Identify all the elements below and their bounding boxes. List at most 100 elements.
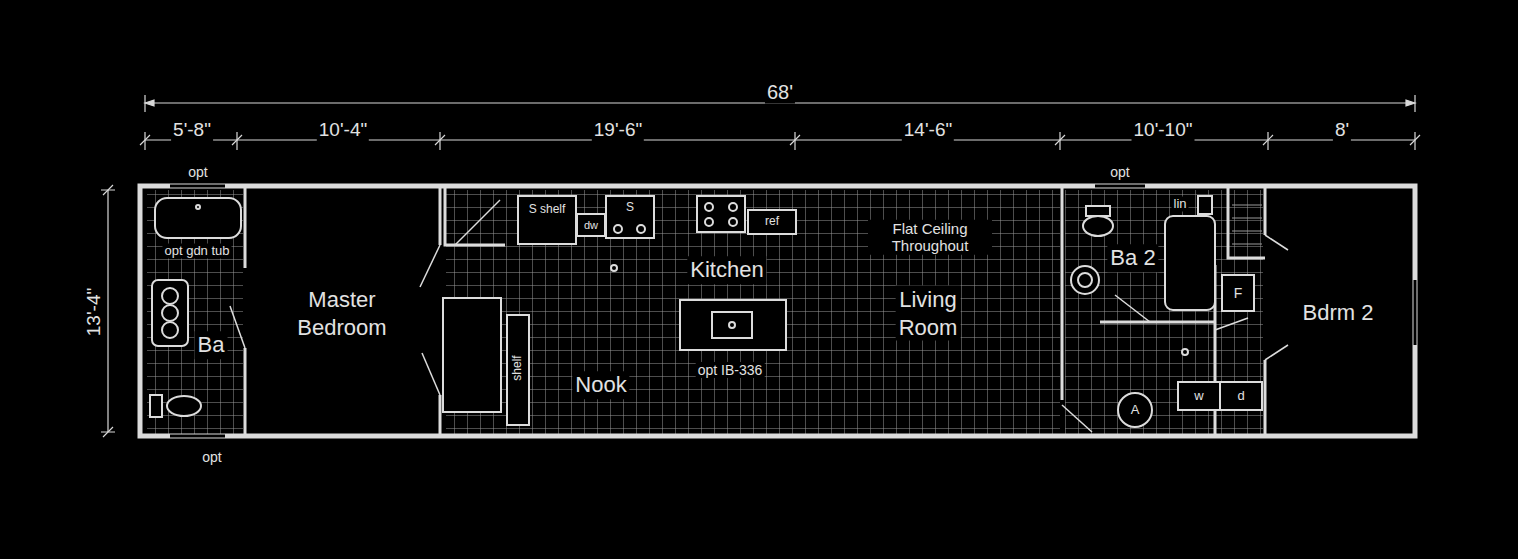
- fixture: [1083, 216, 1113, 236]
- fixture: [1078, 273, 1092, 287]
- door-swing: [230, 306, 245, 348]
- fixture: [518, 196, 576, 244]
- door-swing: [422, 353, 440, 395]
- closet-shelf: [1232, 205, 1262, 244]
- room-name: Living Room: [896, 286, 961, 341]
- window-mark: [170, 186, 1415, 436]
- door-swing: [1265, 345, 1288, 360]
- fixture: [155, 198, 241, 238]
- interior-wall: [439, 188, 442, 436]
- fixture: [637, 225, 645, 233]
- ceiling-note: Flat Ceiling Throughout: [868, 220, 992, 255]
- fixture: [1182, 349, 1188, 355]
- fixture: [1198, 196, 1212, 214]
- dimension: 5'-8": [171, 119, 213, 141]
- dimension-line: [101, 95, 1420, 437]
- fixture-label: opt gdn tub: [162, 244, 231, 259]
- interior-wall: [1264, 188, 1267, 436]
- fixture-label: S: [624, 201, 636, 215]
- fixture: [162, 288, 178, 304]
- tile-floor: [147, 190, 1263, 434]
- fixture: [729, 218, 737, 226]
- dimension: 14'-6": [902, 119, 954, 141]
- fixture: [697, 196, 745, 232]
- tile-floor: [446, 190, 1060, 434]
- room-name: Ba 2: [1107, 244, 1158, 272]
- fixture: [680, 300, 786, 350]
- fixture: [729, 203, 737, 211]
- fixture: [611, 265, 617, 271]
- overall-dimension: 68': [765, 81, 795, 104]
- option-note: opt: [186, 164, 209, 180]
- room-area: Kitchen: [687, 256, 766, 284]
- room-name: Ba: [195, 331, 228, 359]
- fixture-label: lin: [1171, 197, 1188, 212]
- room-area: Ba 2: [1107, 244, 1158, 272]
- fixture: [1165, 216, 1215, 310]
- fixture-label: dw: [582, 219, 600, 232]
- closet-shelf: [1232, 205, 1262, 244]
- fixture: [1178, 382, 1220, 410]
- door-swing: [455, 200, 500, 245]
- dimension: 10'-10": [1132, 119, 1195, 141]
- room-name: Bdrm 2: [1300, 299, 1377, 327]
- fixture: [705, 203, 713, 211]
- door-swing: [1265, 235, 1288, 250]
- door-swing: [420, 245, 440, 287]
- fixture: [1222, 275, 1254, 311]
- dimension: 8': [1333, 119, 1351, 141]
- room-area: Bdrm 2: [1300, 299, 1377, 327]
- fixture: [1220, 382, 1262, 410]
- fixture: [443, 298, 501, 412]
- fixture: [150, 395, 162, 417]
- fixture: [150, 196, 1262, 427]
- room-name: Kitchen: [687, 256, 766, 284]
- fixture-label: shelf: [511, 353, 525, 382]
- fixture: [712, 312, 752, 338]
- room-area: Ba: [195, 331, 228, 359]
- door-swing: [1215, 318, 1248, 330]
- fixture: [162, 305, 178, 321]
- fixture: [1071, 266, 1099, 294]
- fixture-label: w: [1192, 389, 1205, 404]
- tile-floor: [147, 190, 243, 434]
- interior-wall: [244, 188, 247, 436]
- fixture: [614, 225, 622, 233]
- door-swing: [1062, 405, 1092, 432]
- fixture: [748, 210, 796, 234]
- dimension: 19'-6": [592, 119, 644, 141]
- interior-wall: [1061, 188, 1064, 400]
- fixture: [1086, 206, 1110, 216]
- option-note: opt: [200, 449, 223, 465]
- fixture: [167, 396, 201, 416]
- room-name: Master Bedroom: [294, 286, 389, 341]
- fixture: [507, 315, 529, 425]
- fixture: [705, 218, 713, 226]
- fixture: [152, 280, 188, 346]
- option-note: opt: [1108, 164, 1131, 180]
- exterior-wall: [140, 186, 1415, 436]
- interior-wall: [1228, 188, 1265, 258]
- room-name: Nook: [572, 371, 629, 399]
- fixture-label: F: [1232, 285, 1245, 301]
- window-mark: [170, 186, 1415, 436]
- fixture: [196, 205, 200, 209]
- interior-wall: [245, 188, 1265, 436]
- fixture-label: d: [1235, 389, 1246, 404]
- fixture-label: A: [1129, 403, 1142, 418]
- room-area: Living Room: [896, 286, 961, 341]
- dimension: 13'-4": [83, 286, 105, 338]
- room-area: Master Bedroom: [294, 286, 389, 341]
- fixture: [606, 196, 654, 238]
- interior-wall: [445, 188, 505, 245]
- tile-floor: [1065, 190, 1263, 434]
- fixture: [1118, 393, 1152, 427]
- fixture: [162, 322, 178, 338]
- fixture-label: S shelf: [527, 203, 568, 217]
- fixture-label: ref: [763, 215, 781, 229]
- option-note: opt IB-336: [696, 362, 765, 378]
- door-swing: [230, 200, 1288, 432]
- room-area: Nook: [572, 371, 629, 399]
- fixture: [729, 322, 735, 328]
